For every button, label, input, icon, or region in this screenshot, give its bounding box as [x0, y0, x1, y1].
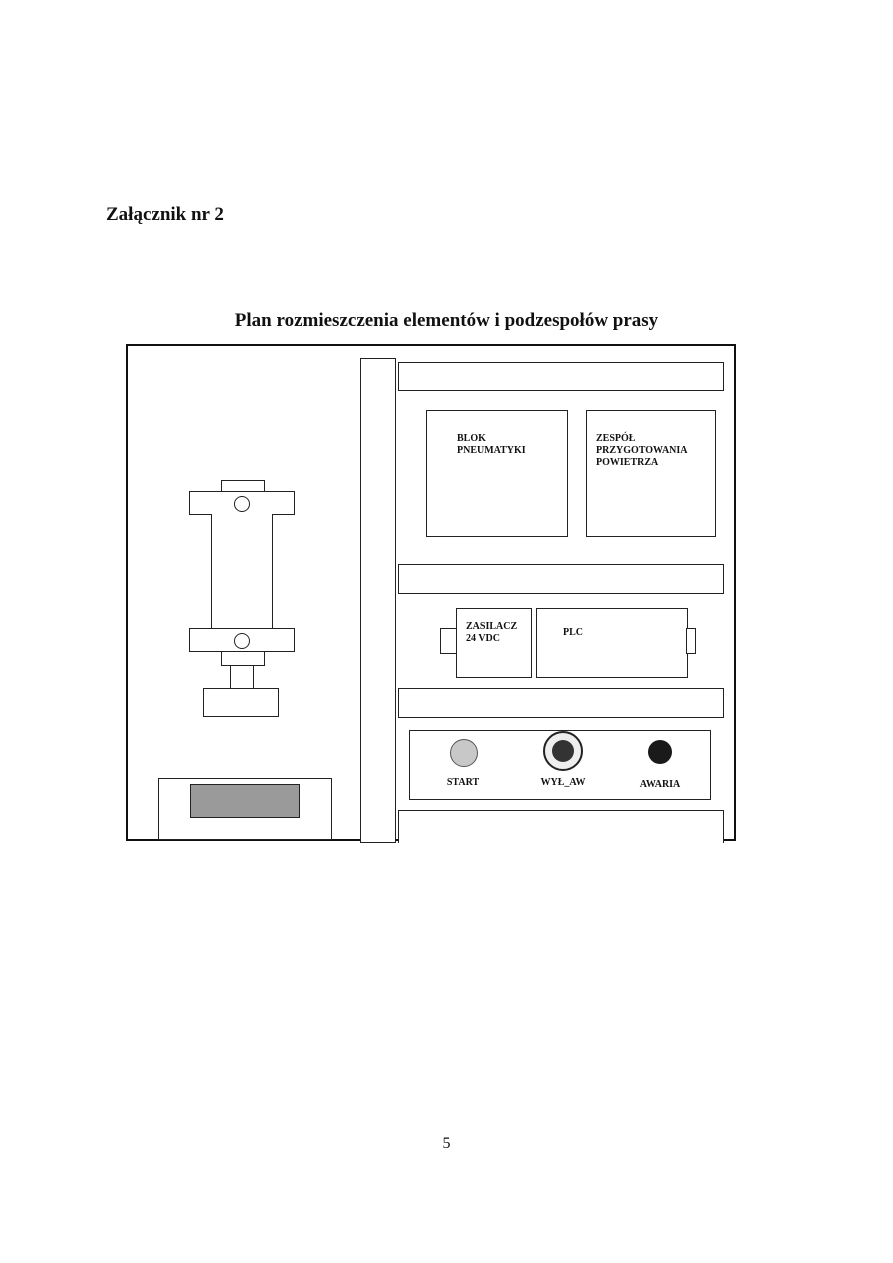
fault-lamp-label: AWARIA: [639, 779, 681, 790]
emergency-stop-button-label: WYŁ_AW: [540, 777, 586, 788]
press-layout-frame: BLOK PNEUMATYKI ZESPÓŁ PRZYGOTOWANIA POW…: [126, 344, 736, 843]
power-supply-label: ZASILACZ 24 VDC: [466, 621, 518, 644]
din-rail-lower: [398, 688, 724, 718]
cylinder-top-bolt-icon: [234, 496, 250, 512]
vertical-rail: [360, 358, 396, 843]
fault-lamp-icon: [648, 740, 672, 764]
cylinder-body: [211, 514, 273, 629]
die-insert: [190, 784, 300, 818]
cylinder-rod-collar: [221, 651, 265, 666]
plc-clip: [686, 628, 696, 654]
air-preparation-unit-label: ZESPÓŁ PRZYGOTOWANIA POWIETRZA: [596, 433, 688, 468]
pneumatics-block: BLOK PNEUMATYKI: [426, 410, 568, 537]
press-head: [203, 688, 279, 717]
start-button-label: START: [446, 777, 480, 788]
annex-heading: Załącznik nr 2: [106, 204, 224, 225]
plc-module: PLC: [536, 608, 688, 678]
diagram-title: Plan rozmieszczenia elementów i podzespo…: [234, 310, 659, 331]
plc-label: PLC: [563, 627, 583, 638]
power-supply-module: ZASILACZ 24 VDC: [456, 608, 532, 678]
din-rail-bottom: [398, 810, 724, 843]
din-rail-middle: [398, 564, 724, 594]
start-button-icon: [450, 739, 478, 767]
cylinder-bottom-bolt-icon: [234, 633, 250, 649]
pneumatics-block-label: BLOK PNEUMATYKI: [457, 433, 526, 456]
page-number: 5: [442, 1135, 451, 1152]
control-button-panel: START WYŁ_AW AWARIA: [409, 730, 711, 800]
emergency-stop-button-icon: [543, 731, 583, 771]
piston-rod: [230, 665, 254, 689]
din-rail-top: [398, 362, 724, 391]
emergency-stop-core-icon: [552, 740, 574, 762]
air-preparation-unit: ZESPÓŁ PRZYGOTOWANIA POWIETRZA: [586, 410, 716, 537]
